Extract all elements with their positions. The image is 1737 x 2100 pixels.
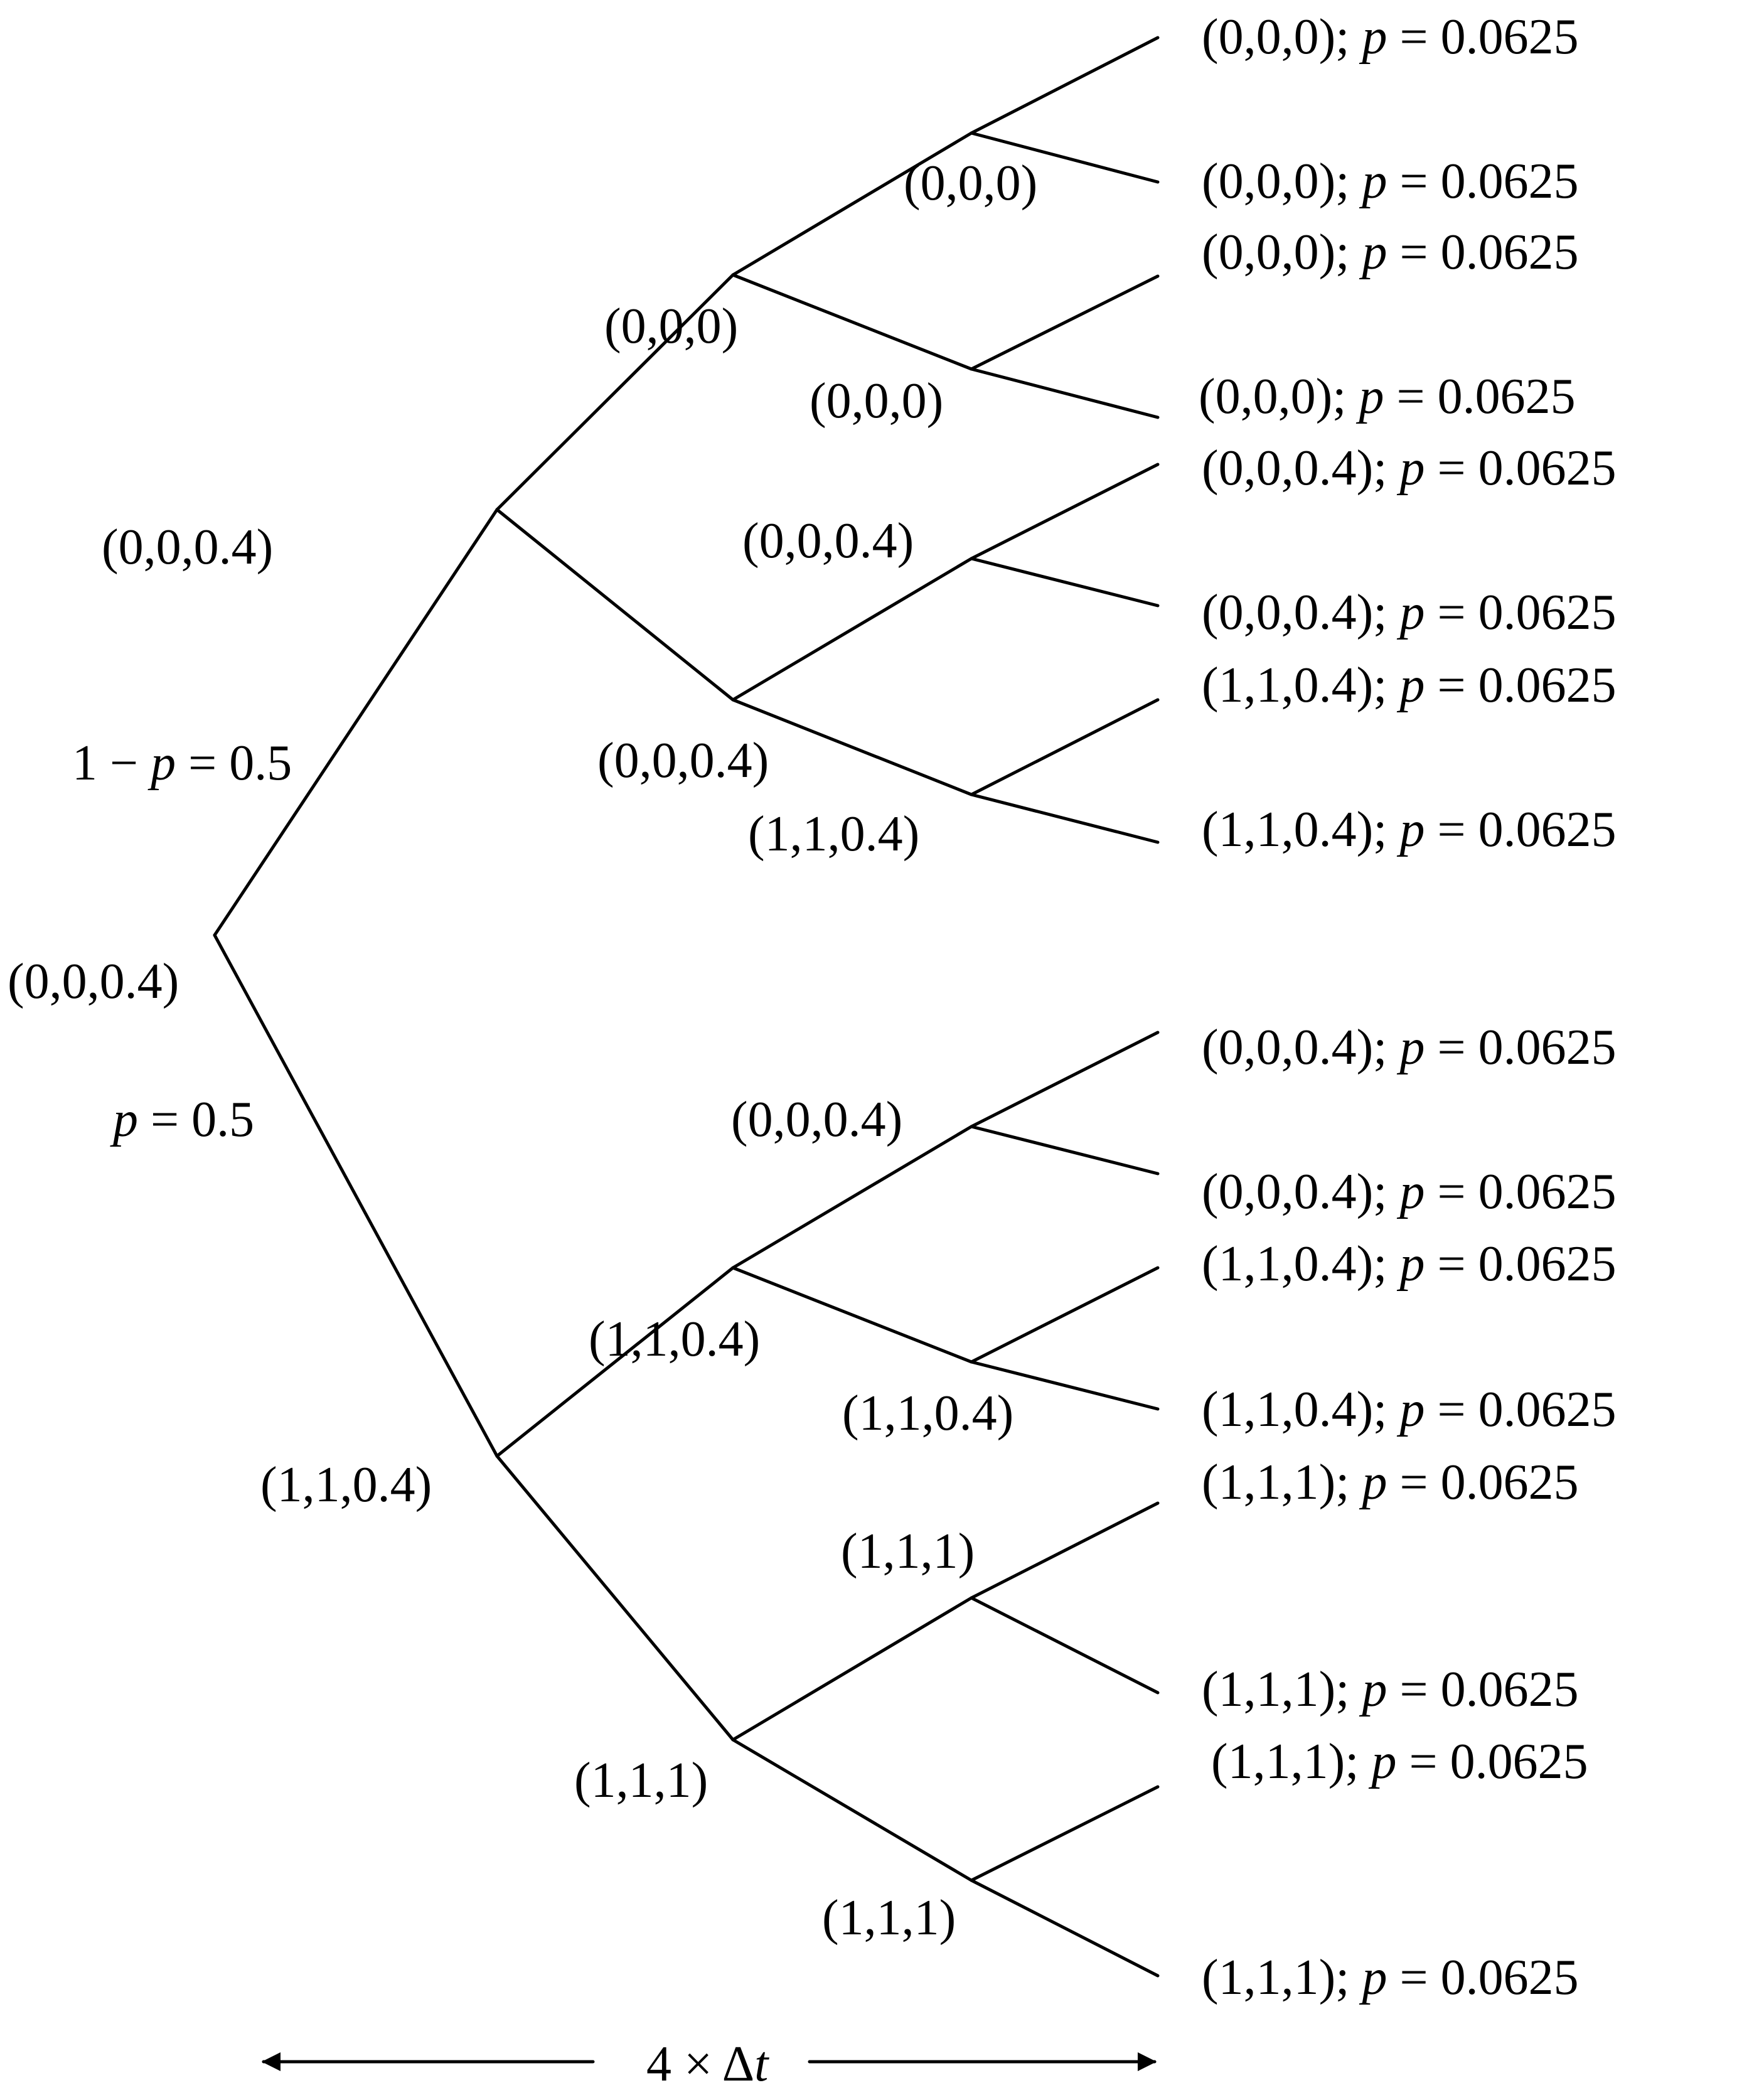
edge-leaf-9: [970, 1031, 1160, 1128]
edge-l1b-up: [495, 1266, 735, 1458]
leaf-label: (1,1,1); p = 0.0625: [1202, 1455, 1579, 1510]
edge-leaf-6: [970, 557, 1160, 608]
edge-leaf-11: [970, 1266, 1160, 1364]
edge-l2d-down: [731, 1738, 973, 1882]
tree-edges: [213, 36, 1160, 1978]
leaf-label: (0,0,0.4); p = 0.0625: [1202, 1020, 1617, 1075]
edge-l1b-down: [495, 1454, 735, 1742]
edge-leaf-1: [970, 36, 1160, 135]
edge-leaf-16: [970, 1878, 1160, 1978]
level3-state-label: (0,0,0): [904, 156, 1037, 211]
level3-state-label: (1,1,0.4): [842, 1386, 1013, 1441]
edge-leaf-2: [970, 131, 1160, 184]
edge-leaf-8: [970, 793, 1160, 844]
leaf-label: (1,1,0.4); p = 0.0625: [1202, 802, 1617, 857]
time-axis: 4 × Δt: [262, 2037, 1157, 2092]
edge-l2b-down: [731, 698, 973, 796]
level3-state-label: (0,0,0.4): [731, 1092, 902, 1147]
leaf-labels: (0,0,0); p = 0.0625 (0,0,0); p = 0.0625 …: [1199, 9, 1617, 2005]
edge-root-up: [213, 508, 499, 937]
edge-l2b-up: [731, 557, 973, 702]
edge-l2c-up: [731, 1125, 973, 1270]
level2-state-label: (1,1,1): [574, 1753, 708, 1808]
leaf-label: (0,0,0.4); p = 0.0625: [1202, 1164, 1617, 1219]
leaf-label: (0,0,0); p = 0.0625: [1199, 369, 1576, 424]
leaf-label: (0,0,0); p = 0.0625: [1202, 9, 1579, 65]
edge-leaf-15: [970, 1785, 1160, 1882]
leaf-label: (0,0,0); p = 0.0625: [1202, 225, 1579, 280]
leaf-label: (1,1,0.4); p = 0.0625: [1202, 1382, 1617, 1437]
edge-l1a-down: [495, 508, 735, 702]
edge-leaf-13: [970, 1501, 1160, 1600]
leaf-label: (1,1,1); p = 0.0625: [1202, 1950, 1579, 2005]
edge-leaf-5: [970, 463, 1160, 560]
edge-leaf-10: [970, 1125, 1160, 1176]
edge-leaf-7: [970, 698, 1160, 796]
leaf-label: (1,1,1); p = 0.0625: [1202, 1662, 1579, 1717]
level3-state-label: (1,1,1): [841, 1524, 975, 1579]
level3-state-label: (0,0,0): [810, 373, 943, 429]
level2-state-label: (0,0,0.4): [597, 733, 769, 788]
root-state-label: (0,0,0.4): [8, 954, 179, 1009]
edge-l2d-up: [731, 1596, 973, 1742]
leaf-label: (1,1,0.4); p = 0.0625: [1202, 658, 1617, 713]
level3-state-label: (1,1,1): [822, 1890, 956, 1946]
edge-root-down: [213, 933, 499, 1458]
edge-l2a-down: [731, 273, 973, 371]
leaf-label: (1,1,1); p = 0.0625: [1211, 1734, 1588, 1789]
edge-leaf-4: [970, 367, 1160, 419]
level3-state-label: (0,0,0.4): [742, 513, 914, 569]
time-axis-label: 4 × Δt: [646, 2037, 769, 2092]
leaf-label: (0,0,0.4); p = 0.0625: [1202, 441, 1617, 496]
edge-l2c-down: [731, 1266, 973, 1364]
edge-l2a-up: [731, 131, 973, 277]
level2-state-label: (1,1,0.4): [589, 1312, 760, 1367]
level1-state-label: (1,1,0.4): [260, 1457, 432, 1513]
upper-side-note: (0,0,0.4): [102, 520, 273, 575]
edge-leaf-14: [970, 1596, 1160, 1695]
level2-state-label: (0,0,0): [604, 299, 738, 354]
leaf-label: (0,0,0.4); p = 0.0625: [1202, 585, 1617, 640]
edge-leaf-12: [970, 1360, 1160, 1411]
leaf-label: (0,0,0); p = 0.0625: [1202, 154, 1579, 209]
edge-leaf-3: [970, 274, 1160, 371]
branch-prob-upper: 1 − p = 0.5: [72, 736, 292, 791]
leaf-label: (1,1,0.4); p = 0.0625: [1202, 1236, 1617, 1292]
level3-state-label: (1,1,0.4): [748, 806, 919, 862]
branch-prob-lower: p = 0.5: [110, 1092, 254, 1147]
edge-l1a-up: [495, 273, 735, 512]
